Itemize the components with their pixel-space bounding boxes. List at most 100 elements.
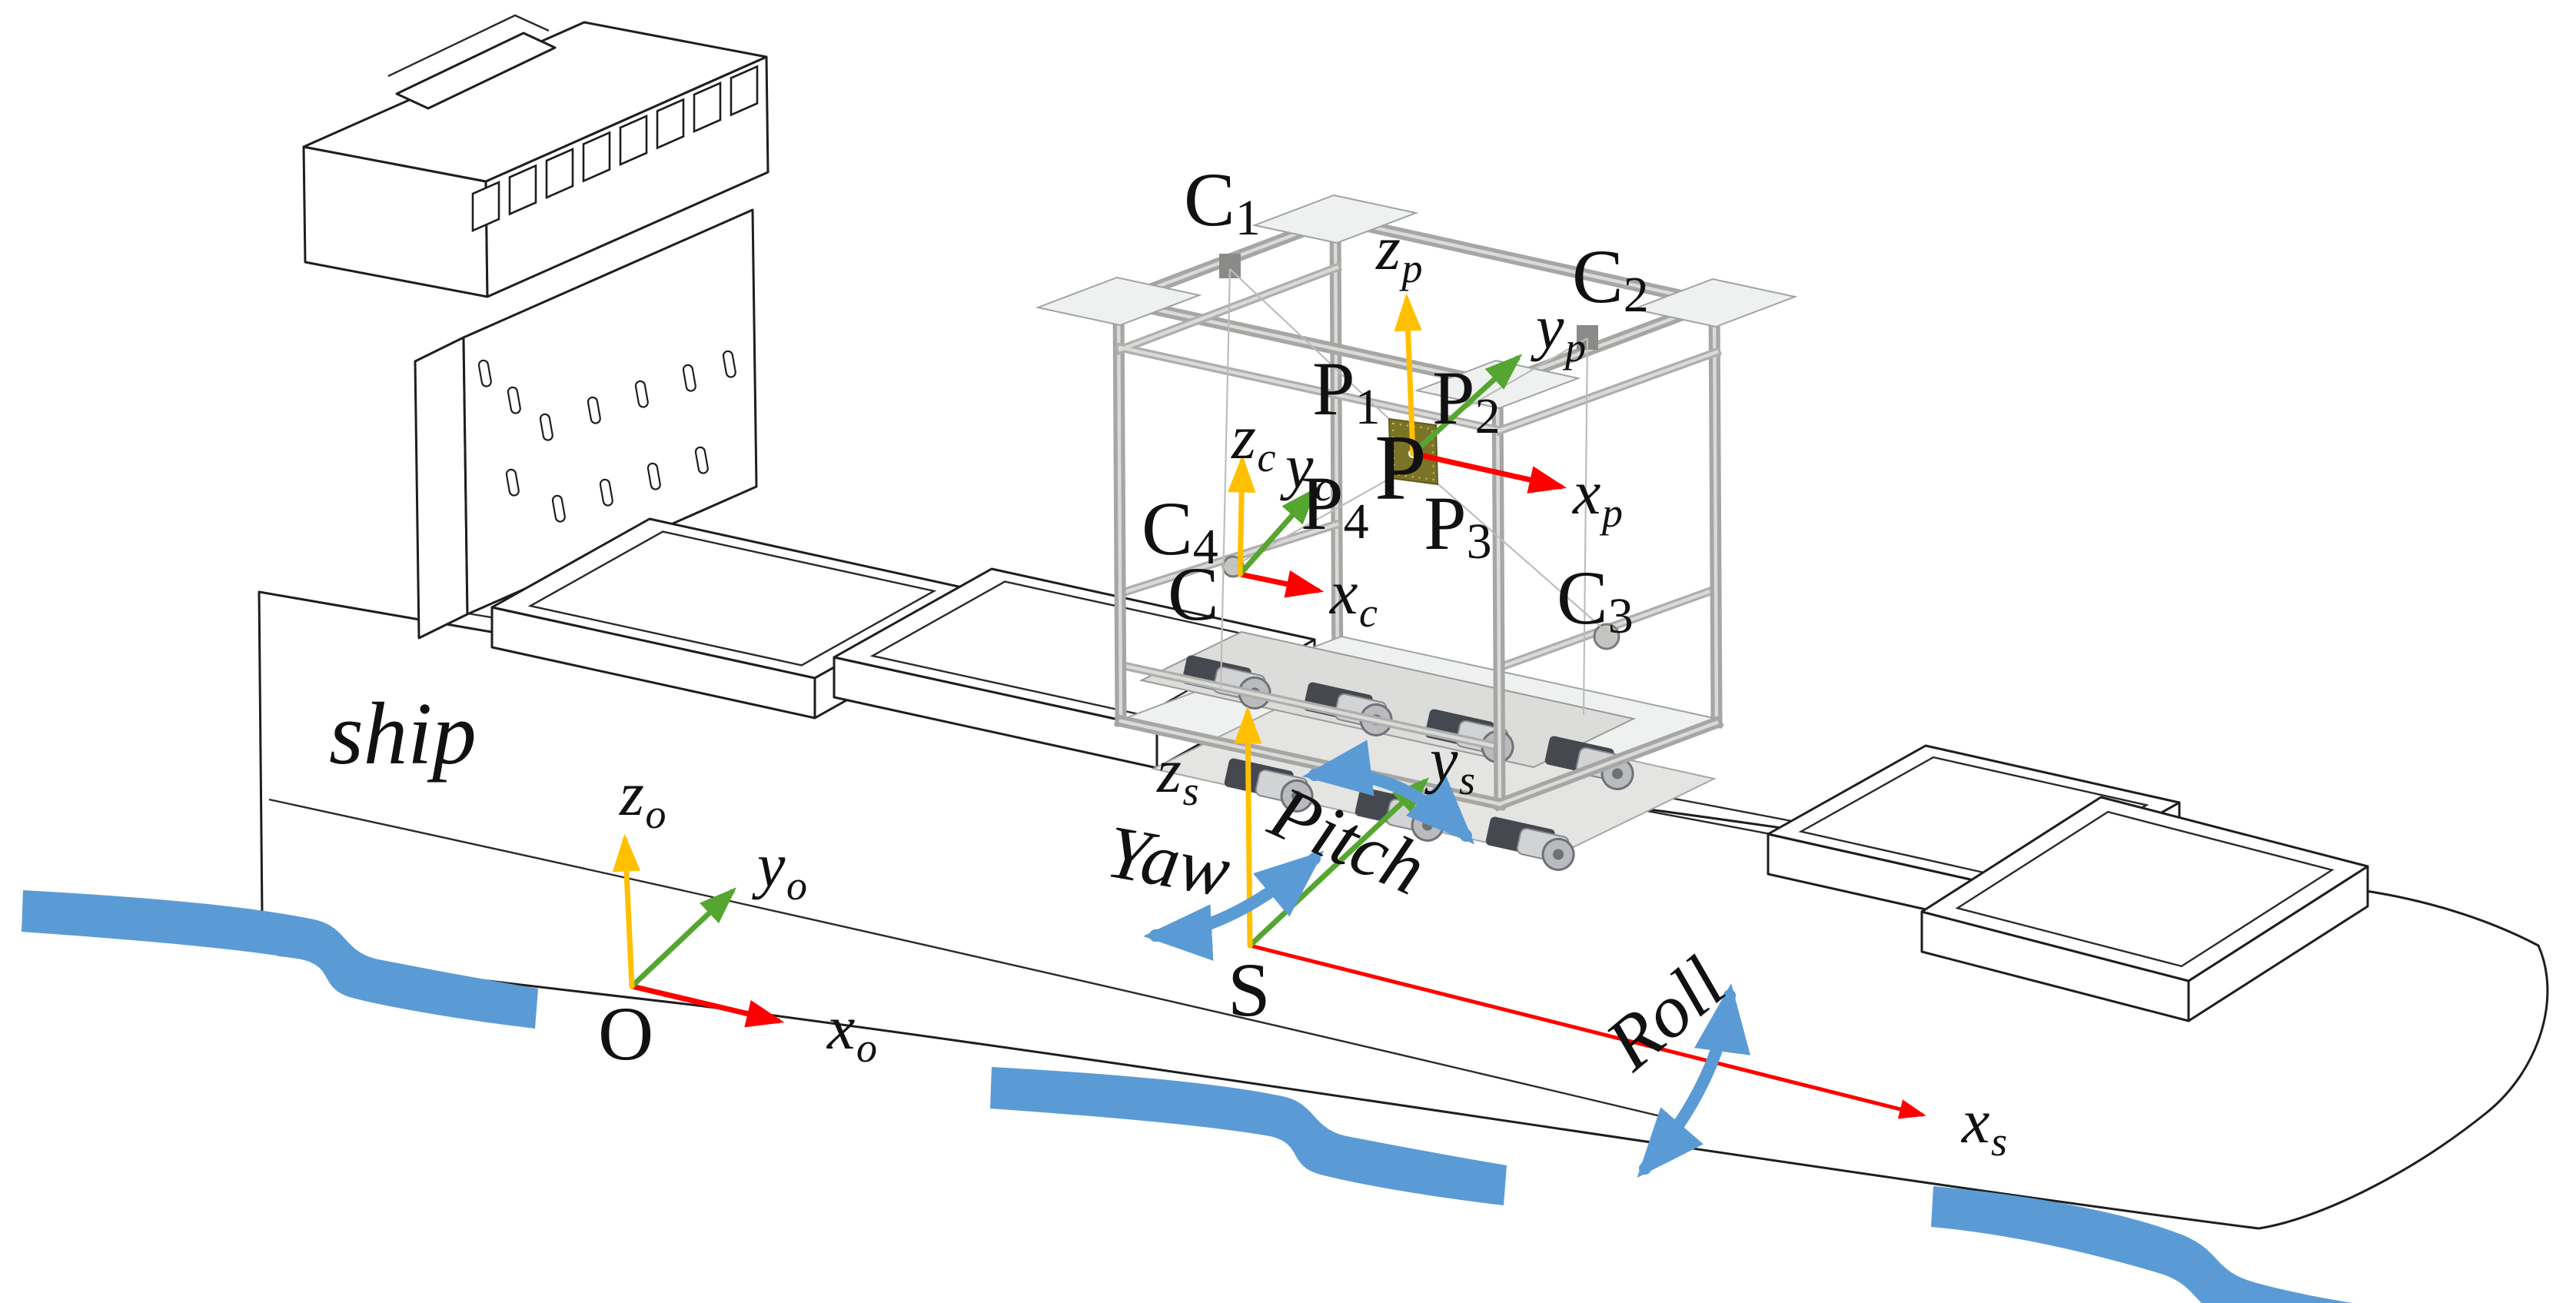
x-axis-arrow-ship	[1248, 943, 1926, 1119]
deckhouse-slot	[477, 359, 492, 387]
frame-post-near-highlight	[1495, 382, 1502, 806]
ship-origin-label: S	[1228, 952, 1271, 1029]
xo-sub: o	[856, 1025, 878, 1072]
zp-main: z	[1376, 213, 1401, 283]
anchor-label-c1: C1	[1184, 161, 1261, 244]
wave-left	[22, 890, 538, 1029]
c2-sub: 2	[1623, 266, 1649, 323]
cable-origin-label: C	[1168, 556, 1219, 633]
hatch-cover-bow-lid-line	[1955, 810, 2335, 968]
deck-hatch-covers	[490, 517, 2369, 1022]
yo-sub: o	[786, 863, 808, 909]
cable-c1-drop	[1219, 268, 1231, 689]
deckhouse-slot	[505, 468, 520, 497]
deckhouse-slot	[587, 396, 601, 424]
ship-origin-text: S	[1228, 947, 1271, 1032]
wave-bow	[1931, 1186, 2353, 1303]
platform-origin-label: P	[1374, 421, 1427, 515]
frame-corner-plate-back	[1251, 194, 1419, 244]
bridge-window	[693, 81, 722, 133]
platform-origin-text: P	[1374, 416, 1427, 520]
motion-arrows	[1143, 740, 1750, 1178]
winch-hub	[1553, 849, 1564, 860]
hull-side-crease-line	[268, 798, 1661, 1118]
wheelhouse-top-edge	[387, 14, 550, 78]
bridge-window	[545, 148, 574, 199]
pulley-wheel-c3	[1593, 623, 1620, 650]
y-axis-arrow-cable-frame	[1237, 487, 1318, 577]
deckhouse-slot	[722, 350, 736, 378]
yaw-label: Yaw	[1101, 810, 1236, 913]
xp-main: x	[1573, 457, 1601, 527]
x-axis-label-cable: xc	[1330, 561, 1378, 634]
winch-hub	[1291, 790, 1303, 802]
xs-sub: s	[1991, 1119, 2008, 1165]
c2-main: C	[1572, 234, 1624, 319]
end-effector-plate-border	[1391, 422, 1435, 481]
ship-superstructure	[302, 14, 769, 640]
bridge-window	[508, 164, 537, 216]
p3-main: P	[1424, 480, 1467, 566]
deckhouse-slot	[599, 478, 613, 507]
xo-main: x	[827, 992, 856, 1062]
p3-sub: 3	[1466, 513, 1492, 570]
anchor-label-c4: C4	[1142, 490, 1218, 573]
wave-middle	[990, 1067, 1507, 1205]
xc-sub: c	[1359, 590, 1378, 637]
y-axis-label-ship: ys	[1430, 729, 1475, 802]
deckhouse-slot	[646, 462, 661, 490]
wheelhouse-top	[395, 32, 557, 110]
yp-main: y	[1536, 292, 1564, 362]
deckhouse-slot	[694, 446, 709, 474]
y-axis-label-world: yo	[757, 834, 807, 907]
world-origin-label: O	[598, 996, 653, 1072]
deckhouse-side-face	[462, 208, 758, 616]
pitch-arc-arrow	[1302, 740, 1475, 845]
anchor-label-c3: C3	[1557, 560, 1634, 642]
x-axis-arrow-platform	[1410, 450, 1567, 494]
p2-main: P	[1432, 355, 1475, 440]
zo-sub: o	[645, 791, 666, 838]
yo-main: y	[757, 830, 786, 900]
attach-label-p3: P3	[1424, 485, 1492, 567]
yp-sub: p	[1565, 324, 1587, 371]
deckhouse-front-face	[414, 336, 469, 640]
sea-waves	[22, 890, 2353, 1303]
world-origin-text: O	[598, 991, 654, 1076]
c1-sub: 1	[1235, 189, 1261, 246]
zs-sub: s	[1182, 768, 1199, 815]
deckhouse-slot	[682, 364, 696, 392]
c3-main: C	[1557, 555, 1608, 640]
ship-label: ship	[329, 690, 477, 778]
xp-sub: p	[1602, 490, 1624, 537]
y-axis-label-platform: yp	[1536, 296, 1586, 369]
z-axis-label-platform: zp	[1376, 217, 1423, 290]
zo-main: z	[620, 759, 644, 829]
x-axis-arrow-cable-frame	[1237, 570, 1325, 598]
anchor-label-c2: C2	[1572, 238, 1649, 321]
deckhouse-slot	[507, 386, 521, 414]
cable-c2-drop	[1582, 337, 1589, 716]
winch-shelf-slab	[1138, 630, 1637, 769]
c3-sub: 3	[1607, 587, 1634, 644]
bridge-window	[582, 131, 611, 183]
bridge-window	[619, 115, 648, 166]
bridge-window	[730, 65, 759, 117]
z-axis-arrow-world	[612, 833, 641, 989]
roll-arc-arrow	[1637, 983, 1750, 1178]
x-axis-label-world: xo	[827, 996, 877, 1069]
bridge-window	[656, 98, 685, 150]
attach-label-p1: P1	[1312, 351, 1381, 433]
p1-sub: 1	[1354, 378, 1381, 435]
z-axis-label-ship: zs	[1157, 740, 1199, 813]
z-axis-arrow-cable-frame	[1227, 454, 1256, 577]
z-axis-label-world: zo	[620, 763, 666, 836]
hatch-cover-1-lid-line	[527, 530, 937, 666]
cable-c1-to-platform	[1229, 268, 1390, 420]
frame-midrail-front-highlight	[1118, 663, 1502, 750]
x-axis-arrow-world	[629, 983, 785, 1028]
deckhouse-slot	[539, 413, 553, 441]
p4-main: P	[1301, 460, 1344, 546]
